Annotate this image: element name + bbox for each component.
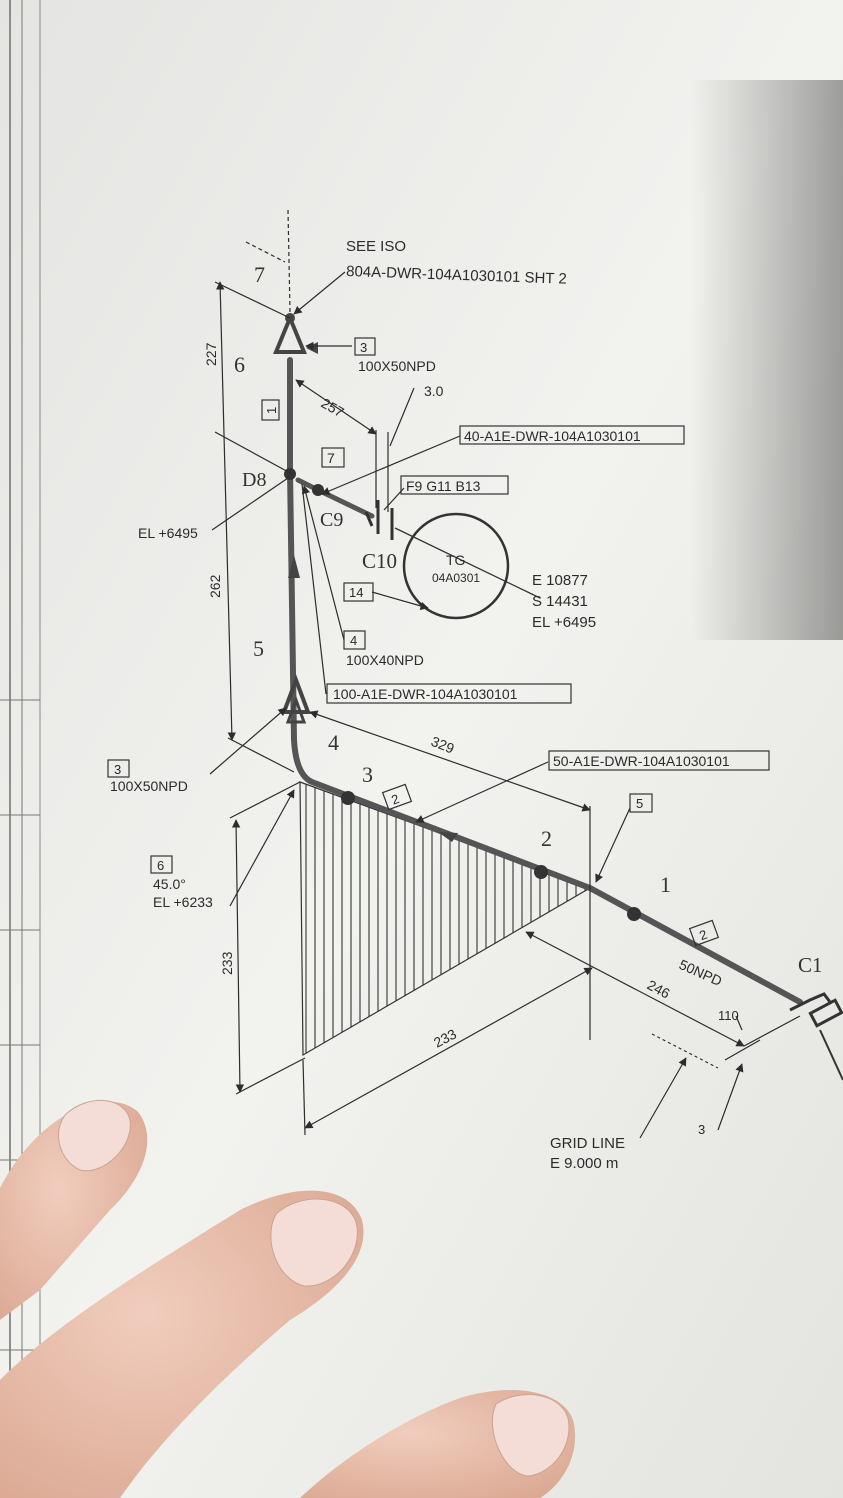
tg-circle: [402, 512, 510, 620]
tg-sub: 04A0301: [432, 571, 480, 585]
segment-6: 6: [234, 352, 245, 377]
weld-gap: 3.0: [424, 383, 444, 399]
tag-boxes: [107, 337, 770, 947]
grid-line-value: E 9.000 m: [550, 1155, 618, 1172]
tag-14: 14: [349, 585, 363, 600]
top-reducer: [273, 312, 307, 354]
dim-233-vertical: 233: [219, 951, 235, 975]
segment-2: 2: [541, 826, 552, 851]
node-d8: D8: [242, 469, 266, 491]
tag-2-lower: 2: [697, 927, 709, 944]
node-c1: C1: [798, 953, 823, 977]
reducer-mid-size: 100X40NPD: [346, 652, 424, 668]
flow-arrow-up: [288, 555, 300, 578]
node-c10: C10: [362, 549, 397, 573]
dim-110: 110: [718, 1008, 739, 1023]
segment-1: 1: [660, 872, 671, 897]
tag-5: 5: [636, 796, 643, 811]
node-c9: C9: [320, 509, 343, 531]
coord-el: EL +6495: [532, 614, 596, 631]
tag-2-upper: 2: [389, 791, 401, 808]
dim-262: 262: [207, 574, 223, 598]
line-50-ref: 50-A1E-DWR-104A1030101: [553, 753, 730, 769]
segment-5: 5: [253, 636, 264, 661]
elbow-tag: 6: [157, 858, 164, 873]
reducer-top-tag: 3: [360, 340, 367, 355]
dim-227: 227: [203, 342, 219, 366]
elbow-el: EL +6233: [153, 894, 213, 910]
valve-c10: [364, 500, 394, 540]
nail-middle: [270, 1198, 358, 1287]
grid-line-label: GRID LINE: [550, 1135, 625, 1152]
c1-flange: [789, 992, 843, 1081]
flow-arrow-diag: [438, 832, 458, 842]
tag-7: 7: [327, 450, 335, 466]
dimension-lines: [214, 209, 801, 1139]
el-left: EL +6495: [138, 525, 198, 541]
elbow-angle: 45.0°: [153, 876, 186, 892]
tag-1: 1: [264, 407, 279, 414]
valve-ref: F9 G11 B13: [406, 478, 481, 494]
nail-right: [491, 1394, 570, 1477]
leader-lines: [209, 271, 631, 907]
reducer-low-tag: 3: [114, 762, 121, 777]
see-iso-label: SEE ISO: [346, 238, 406, 255]
coord-e: E 10877: [532, 572, 588, 589]
right-shadow: [690, 80, 843, 640]
reducer-top-size: 100X50NPD: [358, 358, 436, 374]
line-100-ref: 100-A1E-DWR-104A1030101: [333, 686, 518, 702]
segment-3: 3: [362, 762, 373, 787]
tg-label: TG: [446, 552, 465, 568]
coord-s: S 14431: [532, 593, 588, 610]
finger-middle: [0, 1190, 364, 1498]
segment-4: 4: [328, 730, 339, 755]
line-40-ref: 40-A1E-DWR-104A1030101: [464, 428, 641, 444]
mid-reducer: [281, 674, 311, 714]
nail-left: [58, 1100, 131, 1172]
reducer-mid-tag: 4: [350, 633, 357, 648]
dim-3: 3: [698, 1122, 705, 1137]
segment-7: 7: [254, 262, 265, 287]
hand-overlay: [0, 1100, 576, 1498]
reducer-low-size: 100X50NPD: [110, 778, 188, 794]
